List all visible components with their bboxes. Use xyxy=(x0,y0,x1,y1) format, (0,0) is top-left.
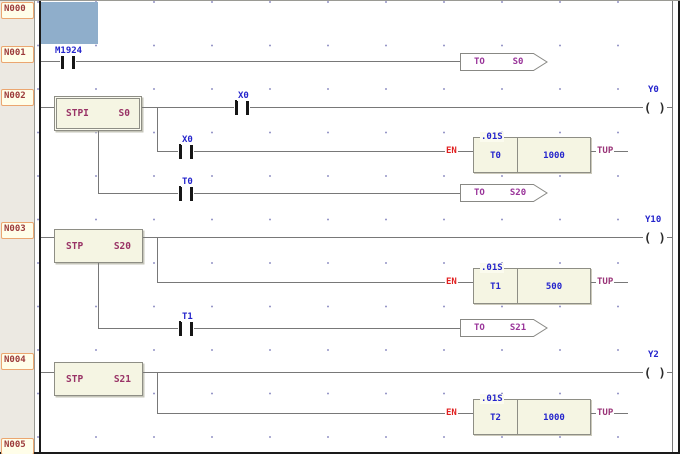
jump-op-label: TO xyxy=(474,323,485,333)
jump-arg-label: S21 xyxy=(509,323,527,333)
timer-tup-label: TUP xyxy=(596,146,615,156)
wire-v xyxy=(98,263,99,328)
network-label-n000[interactable]: N000 xyxy=(1,2,34,19)
timer-divider xyxy=(517,400,518,434)
wire-h xyxy=(41,107,54,108)
coil-y2-label: Y2 xyxy=(647,350,660,360)
network-label-n004[interactable]: N004 xyxy=(1,353,34,370)
timer-name-label: T0 xyxy=(490,151,501,161)
timer-block-t1[interactable]: .01S T1 500 xyxy=(473,263,591,304)
wire-v xyxy=(98,131,99,193)
contact-t1-label: T1 xyxy=(181,312,194,322)
op-box-op-label: STPI xyxy=(66,108,89,119)
contact-x0-main[interactable] xyxy=(234,100,250,115)
right-power-rail xyxy=(672,1,673,453)
wire-h xyxy=(41,237,54,238)
wire-h xyxy=(142,107,234,108)
op-box-op-label: STP xyxy=(66,240,84,252)
timer-block-t2[interactable]: .01S T2 1000 xyxy=(473,394,591,435)
jump-pentagon-shape xyxy=(460,184,548,202)
left-power-rail xyxy=(39,1,41,453)
contact-m1924[interactable] xyxy=(60,54,76,69)
wire-h xyxy=(98,193,460,194)
wire-h xyxy=(157,413,473,414)
timer-tup-label: TUP xyxy=(596,277,615,287)
timer-en-label: EN xyxy=(445,277,458,287)
coil-y10[interactable]: ( ) xyxy=(643,231,667,245)
op-box-op-label: STP xyxy=(66,373,84,385)
jump-op-label: TO xyxy=(474,188,485,198)
op-box-stpi-s0[interactable]: STPI S0 xyxy=(54,96,142,131)
op-box-stp-s20[interactable]: STP S20 xyxy=(54,229,143,263)
wire-h xyxy=(250,107,672,108)
contact-t0[interactable] xyxy=(178,186,194,201)
canvas-bottom-border xyxy=(0,452,680,454)
contact-x0-main-label: X0 xyxy=(237,91,250,101)
wire-v xyxy=(157,107,158,151)
op-box-arg-label: S21 xyxy=(113,373,131,385)
contact-x0-timer-label: X0 xyxy=(181,135,194,145)
timer-divider xyxy=(517,269,518,303)
coil-y0[interactable]: ( ) xyxy=(643,101,667,115)
wire-h xyxy=(98,328,460,329)
timer-preset-value: 1000 xyxy=(543,413,565,423)
timer-block-t0[interactable]: .01S T0 1000 xyxy=(473,132,591,173)
wire-h xyxy=(157,151,473,152)
network-label-n002[interactable]: N002 xyxy=(1,89,34,106)
canvas-right-border xyxy=(678,1,680,454)
timer-base-label: .01S xyxy=(480,132,504,142)
contact-t1[interactable] xyxy=(178,321,194,336)
timer-name-label: T1 xyxy=(490,282,501,292)
timer-preset-value: 500 xyxy=(545,282,563,292)
timer-preset-value: 1000 xyxy=(543,151,565,161)
network-label-n003[interactable]: N003 xyxy=(1,222,34,239)
wire-h xyxy=(143,372,672,373)
coil-y2[interactable]: ( ) xyxy=(643,366,667,380)
jump-arg-label: S20 xyxy=(509,188,527,198)
wire-h xyxy=(157,282,473,283)
op-box-arg-label: S0 xyxy=(118,108,130,119)
network-label-n005[interactable]: N005 xyxy=(1,438,34,454)
wire-v xyxy=(157,372,158,413)
timer-base-label: .01S xyxy=(480,394,504,404)
timer-name-label: T2 xyxy=(490,413,501,423)
timer-en-label: EN xyxy=(445,408,458,418)
wire-h xyxy=(41,372,54,373)
timer-base-label: .01S xyxy=(480,263,504,273)
jump-pentagon-shape xyxy=(460,319,548,337)
timer-en-label: EN xyxy=(445,146,458,156)
jump-box-to-s20[interactable]: TO S20 xyxy=(460,184,548,202)
op-box-stp-s21[interactable]: STP S21 xyxy=(54,362,143,396)
wire-h xyxy=(143,237,672,238)
coil-y0-label: Y0 xyxy=(647,85,660,95)
wire-h xyxy=(41,61,460,62)
contact-m1924-label: M1924 xyxy=(54,46,84,56)
jump-arg-label: S0 xyxy=(512,57,524,67)
coil-y10-label: Y10 xyxy=(644,215,663,225)
selected-cell-highlight[interactable] xyxy=(41,2,98,44)
jump-op-label: TO xyxy=(474,57,485,67)
contact-x0-timer[interactable] xyxy=(178,144,194,159)
timer-divider xyxy=(517,138,518,172)
contact-t0-label: T0 xyxy=(181,177,194,187)
jump-box-to-s21[interactable]: TO S21 xyxy=(460,319,548,337)
network-label-n001[interactable]: N001 xyxy=(1,46,34,63)
timer-tup-label: TUP xyxy=(596,408,615,418)
jump-pentagon-shape xyxy=(460,53,548,71)
wire-v xyxy=(157,237,158,282)
jump-box-to-s0[interactable]: TO S0 xyxy=(460,53,548,71)
op-box-arg-label: S20 xyxy=(113,240,131,252)
